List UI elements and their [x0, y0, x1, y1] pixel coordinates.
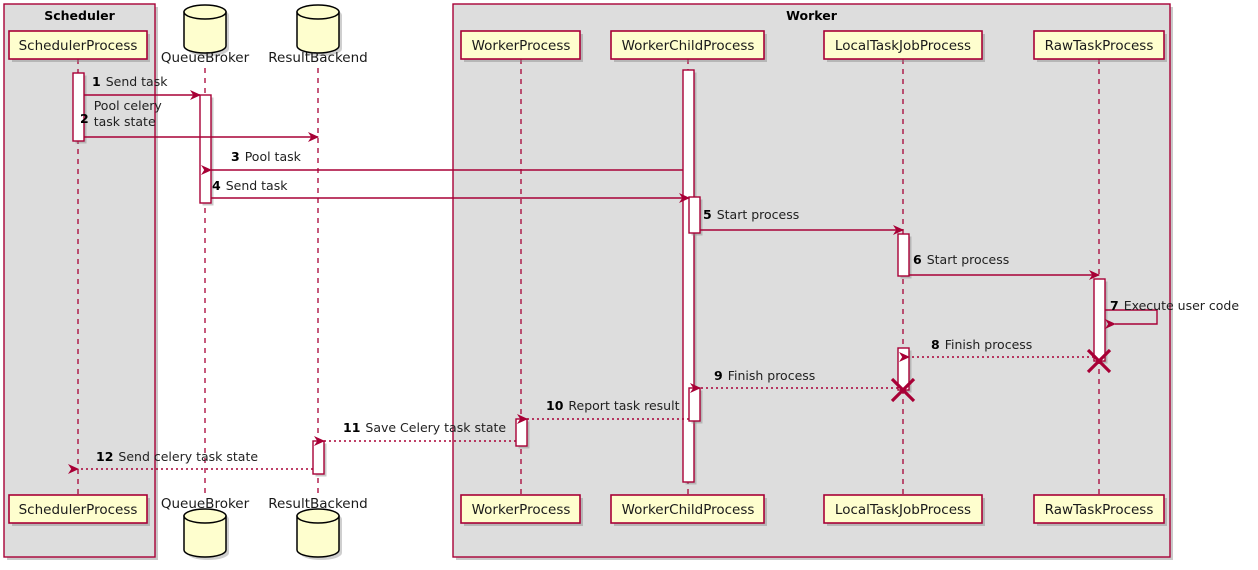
activation-act-child-nested-2	[688, 387, 703, 424]
message-number-12: 12	[96, 449, 113, 464]
message-10: 10 Report task result	[517, 398, 689, 424]
message-9: 9 Finish process	[690, 368, 898, 393]
participant-queue-broker-top[interactable]: QueueBroker	[161, 4, 250, 66]
message-3: 3 Pool task	[201, 149, 683, 175]
message-number-8: 8	[931, 337, 940, 352]
participant-label-raw-task-process: RawTaskProcess	[1045, 38, 1154, 54]
message-text-3: Pool task	[245, 149, 302, 164]
message-11: 11 Save Celery task state	[314, 420, 516, 446]
message-text-10: Report task result	[568, 398, 679, 413]
message-text-7: Execute user code	[1124, 298, 1240, 313]
message-text-5: Start process	[717, 207, 800, 222]
participant-scheduler-process-top[interactable]: SchedulerProcess	[8, 30, 150, 62]
participant-label-result-backend: ResultBackend	[268, 50, 367, 66]
group-box-worker: Worker	[452, 3, 1173, 560]
group-title-worker: Worker	[786, 8, 838, 23]
message-text-11: Save Celery task state	[365, 420, 506, 435]
participant-label-result-backend: ResultBackend	[268, 496, 367, 512]
participant-label-queue-broker: QueueBroker	[161, 50, 250, 66]
message-6: 6 Start process	[909, 252, 1100, 280]
participant-label-queue-broker: QueueBroker	[161, 496, 250, 512]
group-title-scheduler: Scheduler	[44, 8, 115, 23]
message-text-2: task state	[94, 114, 156, 129]
message-text-8: Finish process	[945, 337, 1033, 352]
activation-act-raw-task	[1093, 278, 1108, 364]
message-number-2: 2	[80, 111, 89, 126]
group-boxes: Scheduler Worker	[3, 3, 1173, 560]
message-number-5: 5	[703, 207, 712, 222]
participant-raw-task-process-top[interactable]: RawTaskProcess	[1033, 30, 1167, 62]
participant-label-worker-child-process: WorkerChildProcess	[622, 38, 755, 54]
message-12: 12 Send celery task state	[68, 449, 313, 474]
message-arrow-7	[1105, 309, 1158, 329]
message-text-4: Send task	[226, 178, 289, 193]
participant-local-task-job-process-top[interactable]: LocalTaskJobProcess	[823, 30, 985, 62]
message-number-10: 10	[546, 398, 564, 413]
participant-worker-process-bottom[interactable]: WorkerProcess	[460, 494, 583, 526]
message-text-2: Pool celery	[94, 98, 163, 113]
participant-worker-child-process-bottom[interactable]: WorkerChildProcess	[610, 494, 767, 526]
participant-label-worker-process: WorkerProcess	[472, 38, 571, 54]
message-number-9: 9	[714, 368, 723, 383]
message-5: 5 Start process	[700, 207, 904, 235]
message-text-12: Send celery task state	[118, 449, 258, 464]
participant-label-scheduler-process: SchedulerProcess	[19, 38, 138, 54]
activation-act-child-outer	[682, 69, 697, 485]
participant-worker-child-process-top[interactable]: WorkerChildProcess	[610, 30, 767, 62]
participant-result-backend-bottom[interactable]: ResultBackend	[268, 496, 368, 560]
participant-local-task-job-process-bottom[interactable]: LocalTaskJobProcess	[823, 494, 985, 526]
participant-label-local-task-job-process: LocalTaskJobProcess	[835, 502, 971, 518]
message-number-1: 1	[92, 74, 101, 89]
message-number-6: 6	[913, 252, 922, 267]
activation-act-result-backend	[312, 440, 327, 477]
destroy-marker-raw-task-process	[1086, 348, 1112, 374]
participant-result-backend-top[interactable]: ResultBackend	[268, 4, 368, 66]
message-4: 4 Send task	[211, 178, 690, 203]
message-8: 8 Finish process	[899, 337, 1094, 362]
message-number-7: 7	[1110, 298, 1119, 313]
message-text-9: Finish process	[728, 368, 816, 383]
activation-act-worker-process	[515, 418, 530, 449]
participant-label-scheduler-process: SchedulerProcess	[19, 502, 138, 518]
activation-act-queue-broker	[199, 94, 214, 206]
activation-act-local-task-1	[897, 233, 912, 279]
participant-boxes: SchedulerProcessSchedulerProcessQueueBro…	[8, 4, 1167, 560]
destroy-marker-local-task-job-process	[890, 377, 916, 403]
participant-label-worker-process: WorkerProcess	[472, 502, 571, 518]
message-number-3: 3	[231, 149, 240, 164]
message-number-11: 11	[343, 420, 360, 435]
activation-bars	[72, 69, 1108, 485]
message-7: 7 Execute user code	[1105, 298, 1240, 329]
participant-queue-broker-bottom[interactable]: QueueBroker	[161, 496, 250, 560]
activation-act-child-nested-1	[688, 196, 703, 236]
message-text-1: Send task	[106, 74, 169, 89]
participant-label-raw-task-process: RawTaskProcess	[1045, 502, 1154, 518]
participant-raw-task-process-bottom[interactable]: RawTaskProcess	[1033, 494, 1167, 526]
participant-scheduler-process-bottom[interactable]: SchedulerProcess	[8, 494, 150, 526]
message-number-4: 4	[212, 178, 221, 193]
message-text-6: Start process	[927, 252, 1010, 267]
activation-act-scheduler	[72, 72, 87, 144]
participant-label-local-task-job-process: LocalTaskJobProcess	[835, 38, 971, 54]
participant-worker-process-top[interactable]: WorkerProcess	[460, 30, 583, 62]
destroy-markers	[890, 348, 1112, 403]
message-1: 1 Send task	[84, 74, 201, 100]
participant-label-worker-child-process: WorkerChildProcess	[622, 502, 755, 518]
